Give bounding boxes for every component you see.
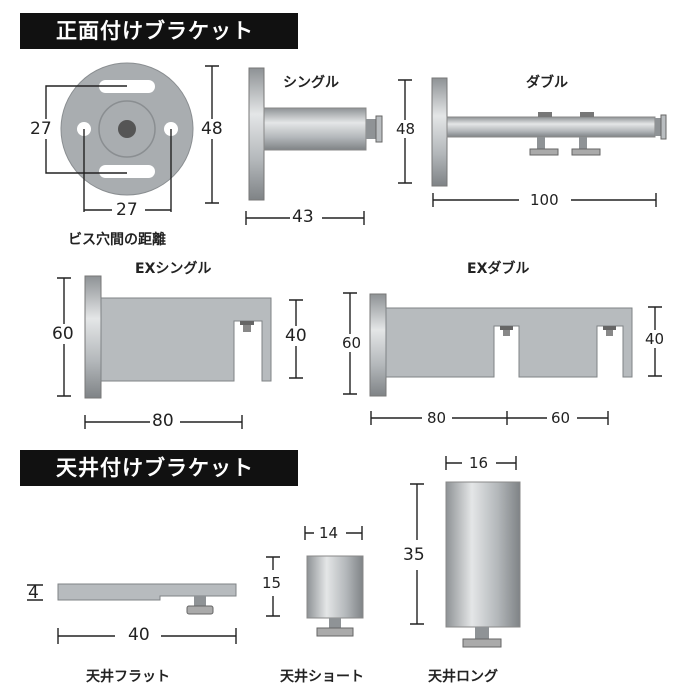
ex-single-caption: EXシングル bbox=[135, 261, 212, 277]
ex-double-slot-dim: 40 bbox=[645, 330, 665, 348]
ex-double-depth1-dim: 80 bbox=[427, 409, 447, 427]
ex-double-depth-dimline bbox=[370, 411, 609, 425]
ex-single-depth-dimline bbox=[84, 415, 243, 429]
double-caption: ダブル bbox=[526, 75, 568, 91]
mounting-plate-figure bbox=[60, 62, 194, 196]
long-height-dim: 35 bbox=[403, 545, 425, 565]
long-width-dimline bbox=[445, 456, 517, 470]
single-depth-dimline bbox=[245, 211, 365, 225]
plate-height-dim: 48 bbox=[201, 119, 223, 139]
ceiling-short-figure bbox=[306, 555, 364, 637]
short-height-dim: 15 bbox=[262, 574, 282, 592]
ceiling-mount-section-header: 天井付けブラケット bbox=[20, 450, 298, 486]
plate-hole-vertical-dim: 27 bbox=[116, 200, 138, 220]
double-depth-dimline bbox=[432, 193, 657, 207]
single-depth-dim: 43 bbox=[292, 207, 314, 227]
plate-caption: ビス穴間の距離 bbox=[68, 232, 166, 248]
single-caption: シングル bbox=[283, 75, 339, 91]
short-width-dim: 14 bbox=[319, 524, 339, 542]
ex-double-bracket-figure bbox=[369, 293, 633, 397]
ex-double-caption: EXダブル bbox=[467, 261, 530, 277]
double-depth-dim: 100 bbox=[530, 191, 559, 209]
long-width-dim: 16 bbox=[469, 454, 489, 472]
flat-thickness-dim: 4 bbox=[28, 583, 39, 603]
wall-mount-section-header: 正面付けブラケット bbox=[20, 13, 298, 49]
double-height-dim: 48 bbox=[396, 120, 416, 138]
short-caption: 天井ショート bbox=[280, 669, 364, 685]
long-caption: 天井ロング bbox=[428, 669, 498, 685]
flat-length-dim: 40 bbox=[128, 625, 150, 645]
short-width-dimline bbox=[304, 526, 363, 540]
ceiling-long-figure bbox=[445, 481, 521, 648]
short-height-dimline bbox=[266, 556, 280, 617]
flat-caption: 天井フラット bbox=[86, 669, 170, 685]
ex-double-height-dim: 60 bbox=[342, 334, 362, 352]
long-height-dimline bbox=[410, 483, 424, 625]
single-bracket-figure bbox=[248, 67, 383, 201]
ex-single-slot-dim: 40 bbox=[285, 326, 307, 346]
ex-single-bracket-figure bbox=[84, 275, 272, 399]
ex-double-depth2-dim: 60 bbox=[551, 409, 571, 427]
ceiling-flat-figure bbox=[57, 583, 237, 615]
flat-thickness-dimline bbox=[27, 584, 43, 601]
double-bracket-figure bbox=[431, 77, 667, 187]
ex-single-height-dim: 60 bbox=[52, 324, 74, 344]
plate-hole-horizontal-dim: 27 bbox=[30, 119, 52, 139]
flat-length-dimline bbox=[57, 628, 237, 644]
ex-single-depth-dim: 80 bbox=[152, 411, 174, 431]
